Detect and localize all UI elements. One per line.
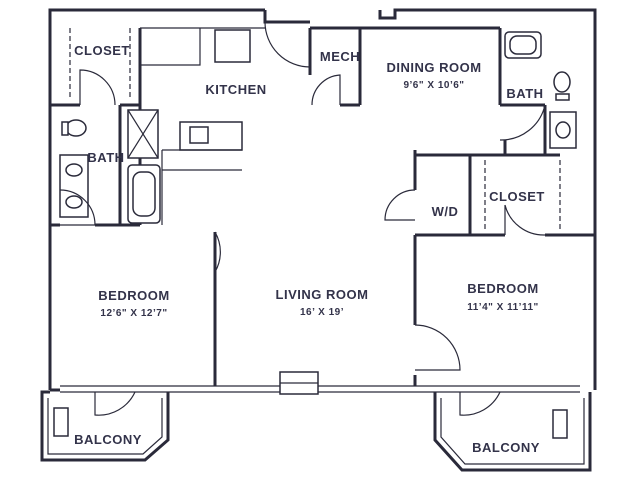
closet-shelves [69, 28, 561, 232]
bedroom-right-label: BEDROOM [467, 281, 538, 296]
dining-room-dimensions: 9’6" X 10’6" [403, 80, 464, 91]
closet-right-label: CLOSET [489, 189, 545, 204]
bottom-window-wall [60, 371, 580, 395]
living-room-label: LIVING ROOM [276, 287, 369, 302]
outer-walls [48, 8, 597, 392]
right-bath-fixtures [504, 31, 577, 149]
right-balcony [433, 392, 592, 472]
room-labels: CLOSET KITCHEN MECH DINING ROOM 9’6" X 1… [74, 43, 545, 455]
bedroom-left-dimensions: 12’6" X 12’7" [100, 308, 167, 319]
dining-room-label: DINING ROOM [386, 60, 481, 75]
bedroom-right-dimensions: 11’4" X 11’11" [467, 302, 539, 313]
bath-right-label: BATH [506, 86, 543, 101]
doors [59, 21, 546, 416]
left-balcony [40, 390, 170, 462]
kitchen-label: KITCHEN [205, 82, 266, 97]
mech-label: MECH [320, 49, 360, 64]
closet-left-label: CLOSET [74, 43, 130, 58]
balcony-left-label: BALCONY [74, 432, 142, 447]
left-bath-fixtures [59, 109, 161, 224]
wd-label: W/D [432, 204, 459, 219]
living-room-dimensions: 16’ X 19’ [300, 307, 344, 318]
bath-left-label: BATH [87, 150, 124, 165]
balcony-right-label: BALCONY [472, 440, 540, 455]
bedroom-left-label: BEDROOM [98, 288, 169, 303]
